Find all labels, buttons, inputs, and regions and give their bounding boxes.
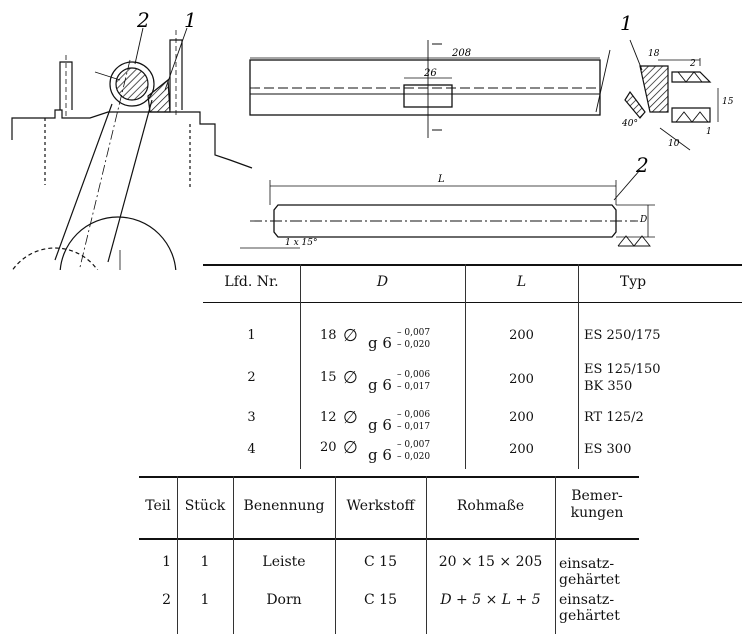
col-header-stueck: Stück <box>184 498 226 514</box>
col-header-bemerkungen-1: Bemer- <box>571 488 623 504</box>
profile-detail <box>624 58 719 151</box>
dim-1: 1 <box>706 127 712 137</box>
pin-part-2 <box>240 169 655 249</box>
col-header-werkstoff: Werkstoff <box>346 498 415 514</box>
dim-15: 15 <box>722 97 734 107</box>
bar-part-1 <box>249 39 643 138</box>
col-header-benennung: Benennung <box>243 498 325 514</box>
col-header-l: L <box>516 274 527 290</box>
dim-26: 26 <box>423 68 437 79</box>
technical-drawing: 2 1 208 26 1 18 2 15 40° 10 1 <box>11 8 734 270</box>
col-header-typ: Typ <box>619 274 647 290</box>
callout-2-label: 2 <box>136 8 150 32</box>
callout-2-pin-label: 2 <box>635 153 649 177</box>
dim-40: 40° <box>621 119 638 129</box>
dim-10: 10 <box>668 139 680 149</box>
assembly-sketch <box>11 27 253 270</box>
table-parts-list: Teil Stück Benennung Werkstoff Rohmaße B… <box>139 476 639 634</box>
col-header-rohmasse: Rohmaße <box>456 498 525 514</box>
dim-D: D <box>639 215 647 225</box>
col-header-teil: Teil <box>145 498 171 514</box>
dim-2: 2 <box>689 59 696 69</box>
callout-1-label: 1 <box>184 8 197 32</box>
col-header-bemerkungen-2: kungen <box>570 505 624 521</box>
col-header-d: D <box>376 274 389 290</box>
dim-208: 208 <box>451 48 471 59</box>
chamfer-note: 1 x 15° <box>285 238 317 248</box>
dim-18: 18 <box>648 49 660 59</box>
callout-1-top-label: 1 <box>620 11 633 35</box>
dim-L: L <box>437 174 445 185</box>
col-header-nr: Lfd. Nr. <box>224 274 279 290</box>
table-sizes: Lfd. Nr. D L Typ 1 18 ∅ g 6 – 0,007 – 0,… <box>203 264 742 469</box>
